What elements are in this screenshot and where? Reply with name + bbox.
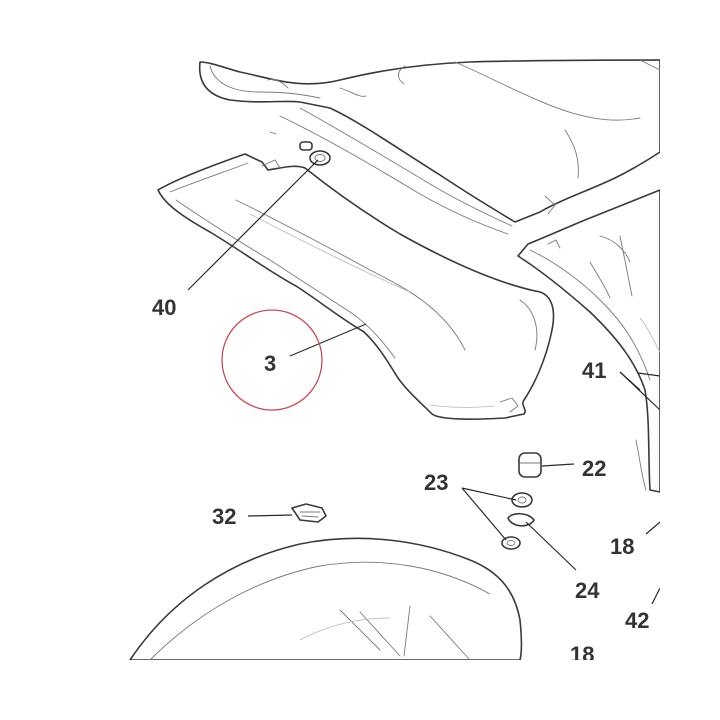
- rear-body-panel: [198, 59, 661, 235]
- callout-40[interactable]: 40: [152, 295, 176, 320]
- fastener-stack: [501, 452, 542, 550]
- top-margin: [0, 0, 720, 58]
- callout-42[interactable]: 42: [625, 608, 649, 633]
- clip-part-40: [269, 131, 331, 166]
- lower-wheel-arch: [129, 537, 523, 661]
- leader-lines: [187, 159, 661, 605]
- callout-labels: 40 3 41 22 23 32 18 24 42 18: [152, 295, 649, 667]
- right-margin: [660, 0, 720, 720]
- highlight-circle: [221, 309, 323, 411]
- callout-22[interactable]: 22: [582, 456, 606, 481]
- callout-23[interactable]: 23: [424, 470, 448, 495]
- clip-part-32: [291, 503, 327, 523]
- washer-part-23-lower: [501, 536, 521, 550]
- callout-18-upper[interactable]: 18: [610, 534, 634, 559]
- callout-41[interactable]: 41: [582, 358, 606, 383]
- washer-part-23-upper: [511, 492, 533, 508]
- side-inner-panel: [517, 189, 661, 493]
- bolt-part-22: [518, 452, 542, 478]
- clip-part-24: [507, 512, 535, 527]
- callout-24[interactable]: 24: [575, 578, 600, 603]
- callout-3[interactable]: 3: [264, 351, 276, 376]
- callout-32[interactable]: 32: [212, 504, 236, 529]
- bottom-margin: [0, 660, 720, 720]
